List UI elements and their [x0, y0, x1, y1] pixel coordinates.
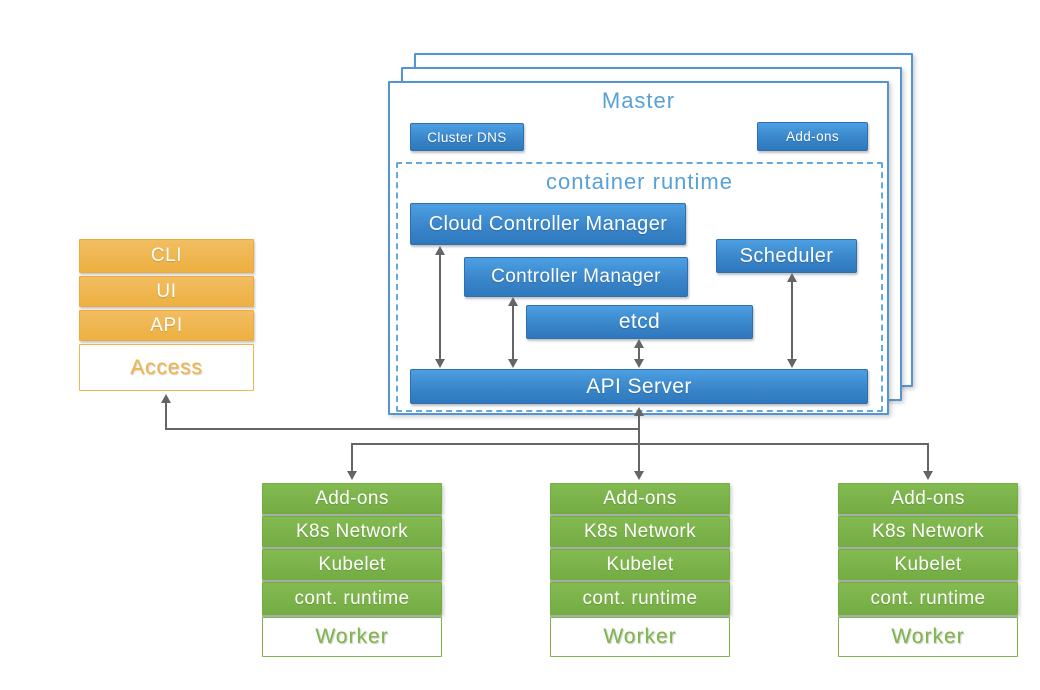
- worker1-k8s-network-box: K8s Network: [262, 516, 442, 547]
- controller-manager-box: Controller Manager: [464, 257, 688, 297]
- etcd-box: etcd: [526, 305, 753, 339]
- worker1-kubelet-box: Kubelet: [262, 549, 442, 580]
- master-title: Master: [601, 88, 676, 113]
- worker3-k8s-network-box: K8s Network: [838, 516, 1018, 547]
- access-base-box: Access: [79, 344, 254, 391]
- worker3-addons-box: Add-ons: [838, 483, 1018, 514]
- ui-box: UI: [79, 276, 254, 307]
- cluster-dns-box: Cluster DNS: [410, 123, 524, 151]
- access-stack: CLI UI API Access: [79, 239, 254, 391]
- container-runtime-title: container runtime: [546, 169, 733, 194]
- worker2-addons-box: Add-ons: [550, 483, 730, 514]
- worker1-addons-box: Add-ons: [262, 483, 442, 514]
- worker3-kubelet-box: Kubelet: [838, 549, 1018, 580]
- api-box: API: [79, 310, 254, 341]
- cloud-controller-manager-box: Cloud Controller Manager: [410, 203, 686, 245]
- worker1-cont-runtime-box: cont. runtime: [262, 582, 442, 615]
- api-server-box: API Server: [410, 369, 868, 404]
- worker3-cont-runtime-box: cont. runtime: [838, 582, 1018, 615]
- worker-node-1: Add-ons K8s Network Kubelet cont. runtim…: [262, 483, 442, 657]
- api-worker2-connector: [634, 407, 644, 480]
- worker2-kubelet-box: Kubelet: [550, 549, 730, 580]
- cli-box: CLI: [79, 239, 254, 273]
- worker2-base-box: Worker: [550, 617, 730, 657]
- worker-node-2: Add-ons K8s Network Kubelet cont. runtim…: [550, 483, 730, 657]
- scheduler-box: Scheduler: [716, 239, 857, 273]
- worker1-base-box: Worker: [262, 617, 442, 657]
- worker2-cont-runtime-box: cont. runtime: [550, 582, 730, 615]
- worker-node-3: Add-ons K8s Network Kubelet cont. runtim…: [838, 483, 1018, 657]
- master-addons-box: Add-ons: [757, 122, 868, 151]
- worker3-base-box: Worker: [838, 617, 1018, 657]
- worker2-k8s-network-box: K8s Network: [550, 516, 730, 547]
- api-workers-connector: [347, 443, 933, 480]
